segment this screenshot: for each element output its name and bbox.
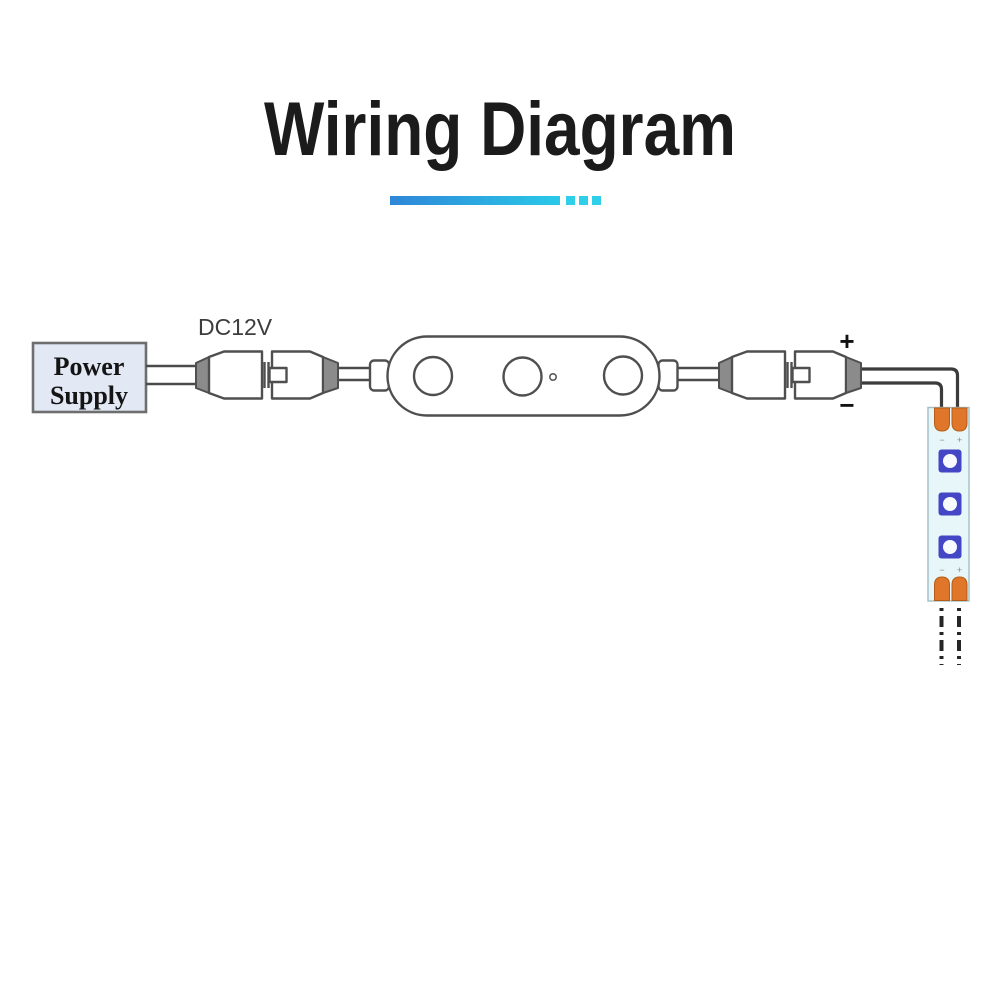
controller-button-2 — [502, 356, 543, 397]
solder-pad-bottom-left — [934, 576, 950, 601]
led-chip — [938, 535, 962, 559]
led-strip: − + − + — [927, 406, 970, 665]
power-supply-label-line2: Supply — [50, 381, 128, 410]
solder-pad-top-left — [934, 407, 950, 432]
controller-cable-tab-right — [657, 359, 679, 392]
controller-indicator-dot — [548, 372, 557, 381]
wires — [146, 364, 960, 408]
led-chip — [938, 449, 962, 473]
dc-connector-pair-left — [194, 350, 340, 400]
dc12v-label: DC12V — [198, 314, 273, 340]
power-supply-outline — [31, 341, 148, 414]
solder-pad-top-right — [951, 407, 968, 432]
led-chip-lens — [943, 540, 957, 554]
pad-marking-bottom-positive: + — [957, 565, 962, 575]
underline-dash — [566, 196, 575, 205]
led-chip-lens — [943, 454, 957, 468]
solder-pad-bottom-right — [951, 576, 968, 601]
polarity-positive-label: + — [839, 326, 854, 356]
polarity-negative-label: − — [839, 390, 854, 420]
pad-marking-bottom-negative: − — [939, 565, 944, 575]
underline-bar — [390, 196, 560, 205]
controller-button-3 — [602, 355, 644, 396]
led-chip — [938, 492, 962, 516]
underline-dash — [579, 196, 588, 205]
title-underline — [390, 196, 601, 205]
underline-dash — [592, 196, 601, 205]
wire-negative — [860, 381, 944, 408]
page-title: Wiring Diagram — [264, 87, 736, 172]
controller-cable-tab-left — [368, 359, 391, 392]
wire-positive — [860, 367, 960, 408]
power-supply-box: Power Supply — [31, 341, 148, 414]
led-chip-lens — [943, 497, 957, 511]
mini-controller — [368, 335, 679, 417]
pad-marking-top-positive: + — [957, 435, 962, 445]
power-supply-label-line1: Power — [54, 352, 125, 381]
pad-marking-top-negative: − — [939, 435, 944, 445]
controller-button-1 — [412, 355, 454, 397]
